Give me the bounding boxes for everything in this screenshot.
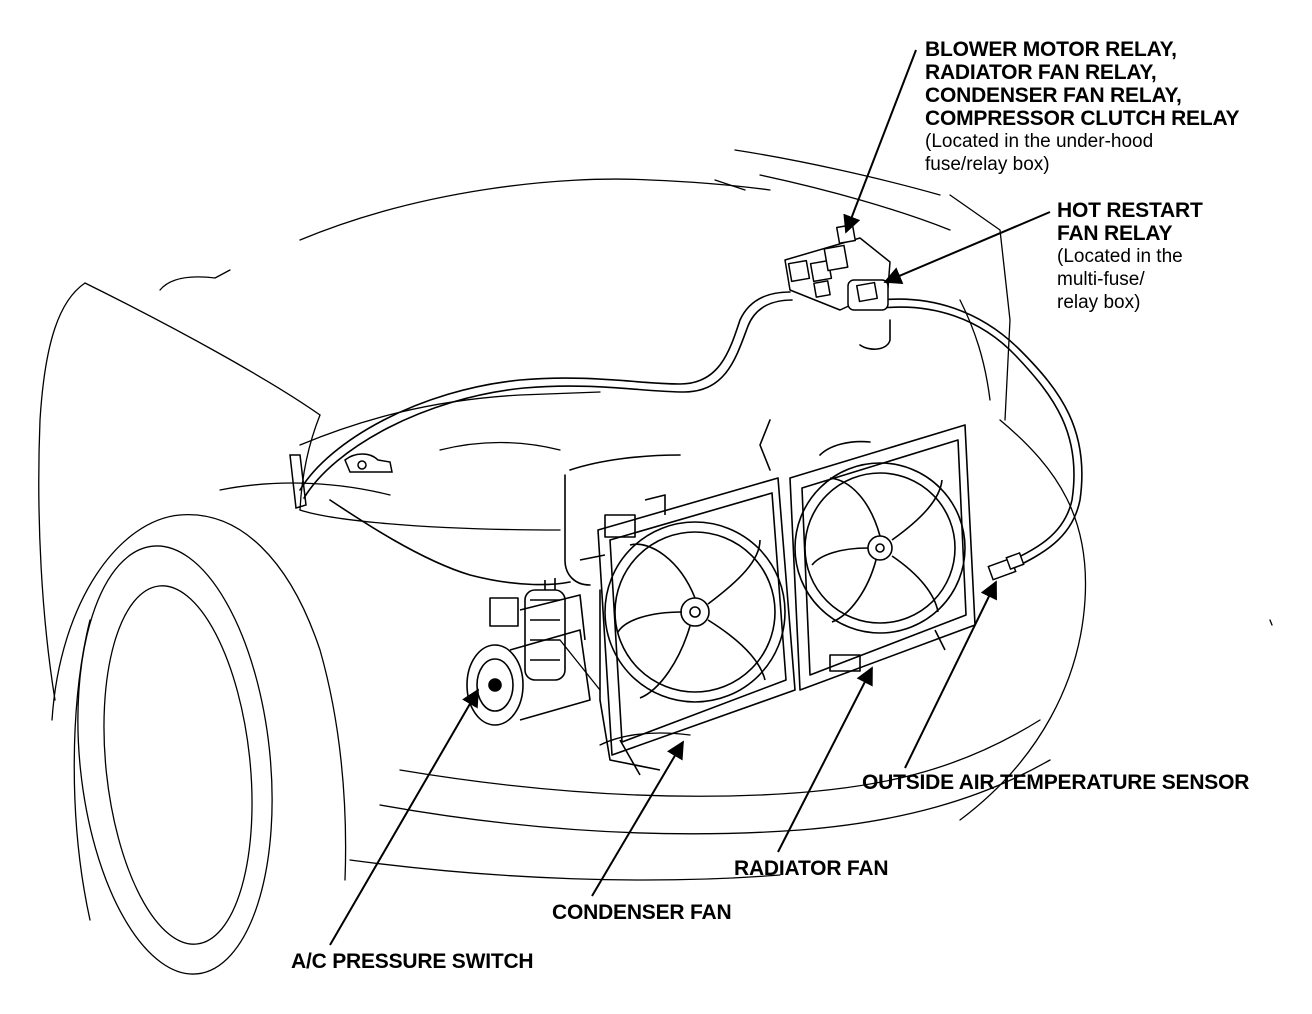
hot-restart-line-1: HOT RESTART [1057,199,1203,222]
hot-restart-note-1: (Located in the [1057,246,1183,267]
left-bracket [289,453,393,509]
relays-line-2: RADIATOR FAN RELAY, [925,61,1157,84]
radiator-fan-label: RADIATOR FAN [734,857,889,880]
wiring-harness [299,291,1083,701]
relays-note-1: (Located in the under-hood [925,131,1154,152]
radiator-fan [789,424,976,691]
leader-relays [843,49,917,234]
compressor [466,494,666,726]
outside-air-sensor-label: OUTSIDE AIR TEMPERATURE SENSOR [862,771,1249,794]
condenser-fan-text: CONDENSER FAN [552,901,732,924]
condenser-fan [597,477,796,776]
outside-air-sensor [987,552,1025,581]
ac-pressure-switch-text: A/C PRESSURE SWITCH [291,950,534,973]
car-body-outline [38,149,1273,975]
relays-line-4: COMPRESSOR CLUTCH RELAY [925,107,1240,130]
leader-lines [329,49,1051,946]
hot-restart-line-2: FAN RELAY [1057,222,1173,245]
condenser-fan-label: CONDENSER FAN [552,901,732,924]
relays-note-2: fuse/relay box) [925,154,1050,175]
leader-condenser-fan [591,740,684,897]
ac-pressure-switch-label: A/C PRESSURE SWITCH [291,950,534,973]
leader-radiator-fan [777,666,873,853]
outside-air-sensor-text: OUTSIDE AIR TEMPERATURE SENSOR [862,771,1250,794]
hot-restart-note-2: multi-fuse/ [1057,269,1145,290]
leader-outside-air-sensor [904,580,997,769]
relays-line-3: CONDENSER FAN RELAY, [925,84,1182,107]
radiator-fan-text: RADIATOR FAN [734,857,889,880]
hot-restart-label: HOT RESTART FAN RELAY (Located in the mu… [1057,199,1203,314]
relays-label: BLOWER MOTOR RELAY, RADIATOR FAN RELAY, … [925,38,1240,176]
relays-line-1: BLOWER MOTOR RELAY, [925,38,1177,61]
leader-hot-restart [883,211,1051,284]
hot-restart-note-3: relay box) [1057,292,1141,313]
relay-box [784,223,891,311]
leader-ac-pressure-switch [329,688,479,946]
